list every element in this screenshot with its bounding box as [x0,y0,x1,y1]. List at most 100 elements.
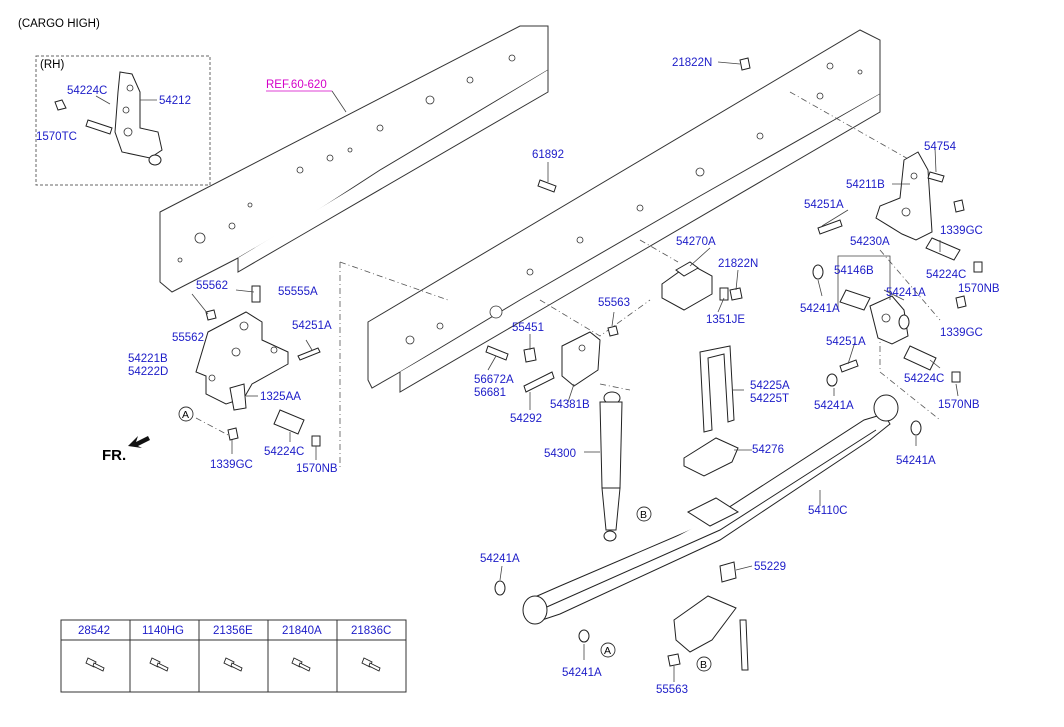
callout-1339GC-right-1[interactable]: 1339GC [940,225,983,237]
front-direction-indicator: FR. [102,436,150,464]
callout-54276[interactable]: 54276 [752,444,784,456]
washer-54241A-3 [826,373,838,387]
table-header-21356E[interactable]: 21356E [213,625,253,637]
callout-54251A-left[interactable]: 54251A [292,320,332,332]
callout-54241A-right-3[interactable]: 54241A [814,400,854,412]
callout-1325AA[interactable]: 1325AA [260,391,301,403]
shackle [869,295,909,345]
callout-1570NB-left[interactable]: 1570NB [296,463,338,475]
shock-bracket [561,331,601,387]
washer-54241A-6 [578,629,590,643]
callout-54270A[interactable]: 54270A [676,236,716,248]
callout-54224C-left[interactable]: 54224C [264,446,304,458]
frame-rail-upper [159,25,549,293]
rear-hanger-bracket [875,151,933,241]
callout-1570NB-right-2[interactable]: 1570NB [938,399,980,411]
callout-1339GC-left[interactable]: 1339GC [210,459,253,471]
callout-54221B[interactable]: 54221B [128,353,168,365]
nut-55563-bottom [667,653,681,667]
spring-pad-54276 [683,437,739,477]
inset-label-54212[interactable]: 54212 [159,95,191,107]
callout-21822N-top[interactable]: 21822N [672,57,712,69]
frame-rail-lower [367,29,881,393]
nut-21822N [729,287,743,301]
bolt-56672A [485,345,509,361]
table-header-28542[interactable]: 28542 [78,625,110,637]
callout-54754[interactable]: 54754 [924,141,957,153]
nut-1339GC-1 [953,199,965,213]
bolt-54292 [523,371,555,393]
pin-54224C-lower [903,345,937,371]
callout-54225A[interactable]: 54225A [750,380,790,392]
callout-55562-a[interactable]: 55562 [196,280,228,292]
callout-54146B[interactable]: 54146B [834,265,874,277]
washer-54241A-4 [910,420,922,436]
callout-55555A[interactable]: 55555A [278,286,318,298]
center-bolt [739,619,749,671]
nipple-1570NB-1 [973,261,983,273]
washer-54241A-1 [812,264,824,280]
table-header-1140HG[interactable]: 1140HG [142,625,184,637]
inset-title: (RH) [40,59,64,71]
diagram-title: (CARGO HIGH) [18,18,100,30]
callout-labels: 21822N 61892 54754 54211B 54251A 1339GC … [128,57,1000,696]
callout-54224C-right-2[interactable]: 54224C [904,373,944,385]
rh-inset: (RH) 54224C 54212 1570TC [35,55,211,186]
front-direction-label: FR. [102,447,126,464]
callout-54241A-bottom-2[interactable]: 54241A [562,667,602,679]
front-nut [227,427,239,441]
leader-lines [191,61,959,682]
callout-55451[interactable]: 55451 [512,322,544,334]
bolt-icon [361,657,381,672]
inset-label-54224C[interactable]: 54224C [67,85,107,97]
callout-56681[interactable]: 56681 [474,387,506,399]
callout-54241A-bottom-1[interactable]: 54241A [480,553,520,565]
callout-21822N-mid[interactable]: 21822N [718,258,758,270]
callout-55229[interactable]: 55229 [754,561,786,573]
front-grease-nipple [311,435,321,447]
reference-label[interactable]: REF.60-620 [266,79,327,91]
bolt-54754 [927,171,945,183]
callout-54381B[interactable]: 54381B [550,399,590,411]
callout-54110C[interactable]: 54110C [808,505,847,517]
callout-54300[interactable]: 54300 [544,448,576,460]
callout-1351JE[interactable]: 1351JE [706,314,745,326]
callout-54241A-right-2[interactable]: 54241A [800,303,840,315]
washer-1351JE [719,287,729,301]
bump-stopper [661,261,713,311]
fastener-table: 28542 1140HG 21356E 21840A 21836C [60,619,407,693]
marker-B-seat: B [700,659,707,671]
bolt-icon [291,657,311,672]
callout-54222D[interactable]: 54222D [128,366,168,378]
callout-54241A-right-1[interactable]: 54241A [886,287,926,299]
inset-label-1570TC[interactable]: 1570TC [36,131,77,143]
callout-1339GC-right-2[interactable]: 1339GC [940,327,983,339]
callout-1570NB-right-1[interactable]: 1570NB [958,283,1000,295]
callout-54224C-right-1[interactable]: 54224C [926,269,966,281]
callout-54292[interactable]: 54292 [510,413,542,425]
front-pin [273,409,305,435]
inset-pin [85,119,113,135]
callout-55562-b[interactable]: 55562 [172,332,204,344]
inset-grease-nipple [54,99,67,111]
callout-54251A-right-2[interactable]: 54251A [826,336,866,348]
callout-55563-top[interactable]: 55563 [598,297,630,309]
bolt-61892 [537,179,557,193]
table-header-21840A[interactable]: 21840A [282,625,322,637]
callout-54241A-right-4[interactable]: 54241A [896,455,936,467]
callout-56672A[interactable]: 56672A [474,374,514,386]
callout-54230A[interactable]: 54230A [850,236,890,248]
front-hanger-bracket [195,311,289,411]
table-header-21836C[interactable]: 21836C [351,625,391,637]
callout-54211B[interactable]: 54211B [846,179,885,191]
spacer-55229 [719,561,737,583]
u-bolt [699,345,735,433]
callout-54251A-right[interactable]: 54251A [804,199,844,211]
callout-55563-bottom[interactable]: 55563 [656,684,688,696]
callout-54225T[interactable]: 54225T [750,393,789,405]
callout-61892[interactable]: 61892 [532,149,564,161]
bolt-54251A-upper [817,219,843,235]
nut-55563-top [607,325,619,337]
bolt-icon [85,657,105,672]
inset-hanger-bracket [114,71,163,166]
